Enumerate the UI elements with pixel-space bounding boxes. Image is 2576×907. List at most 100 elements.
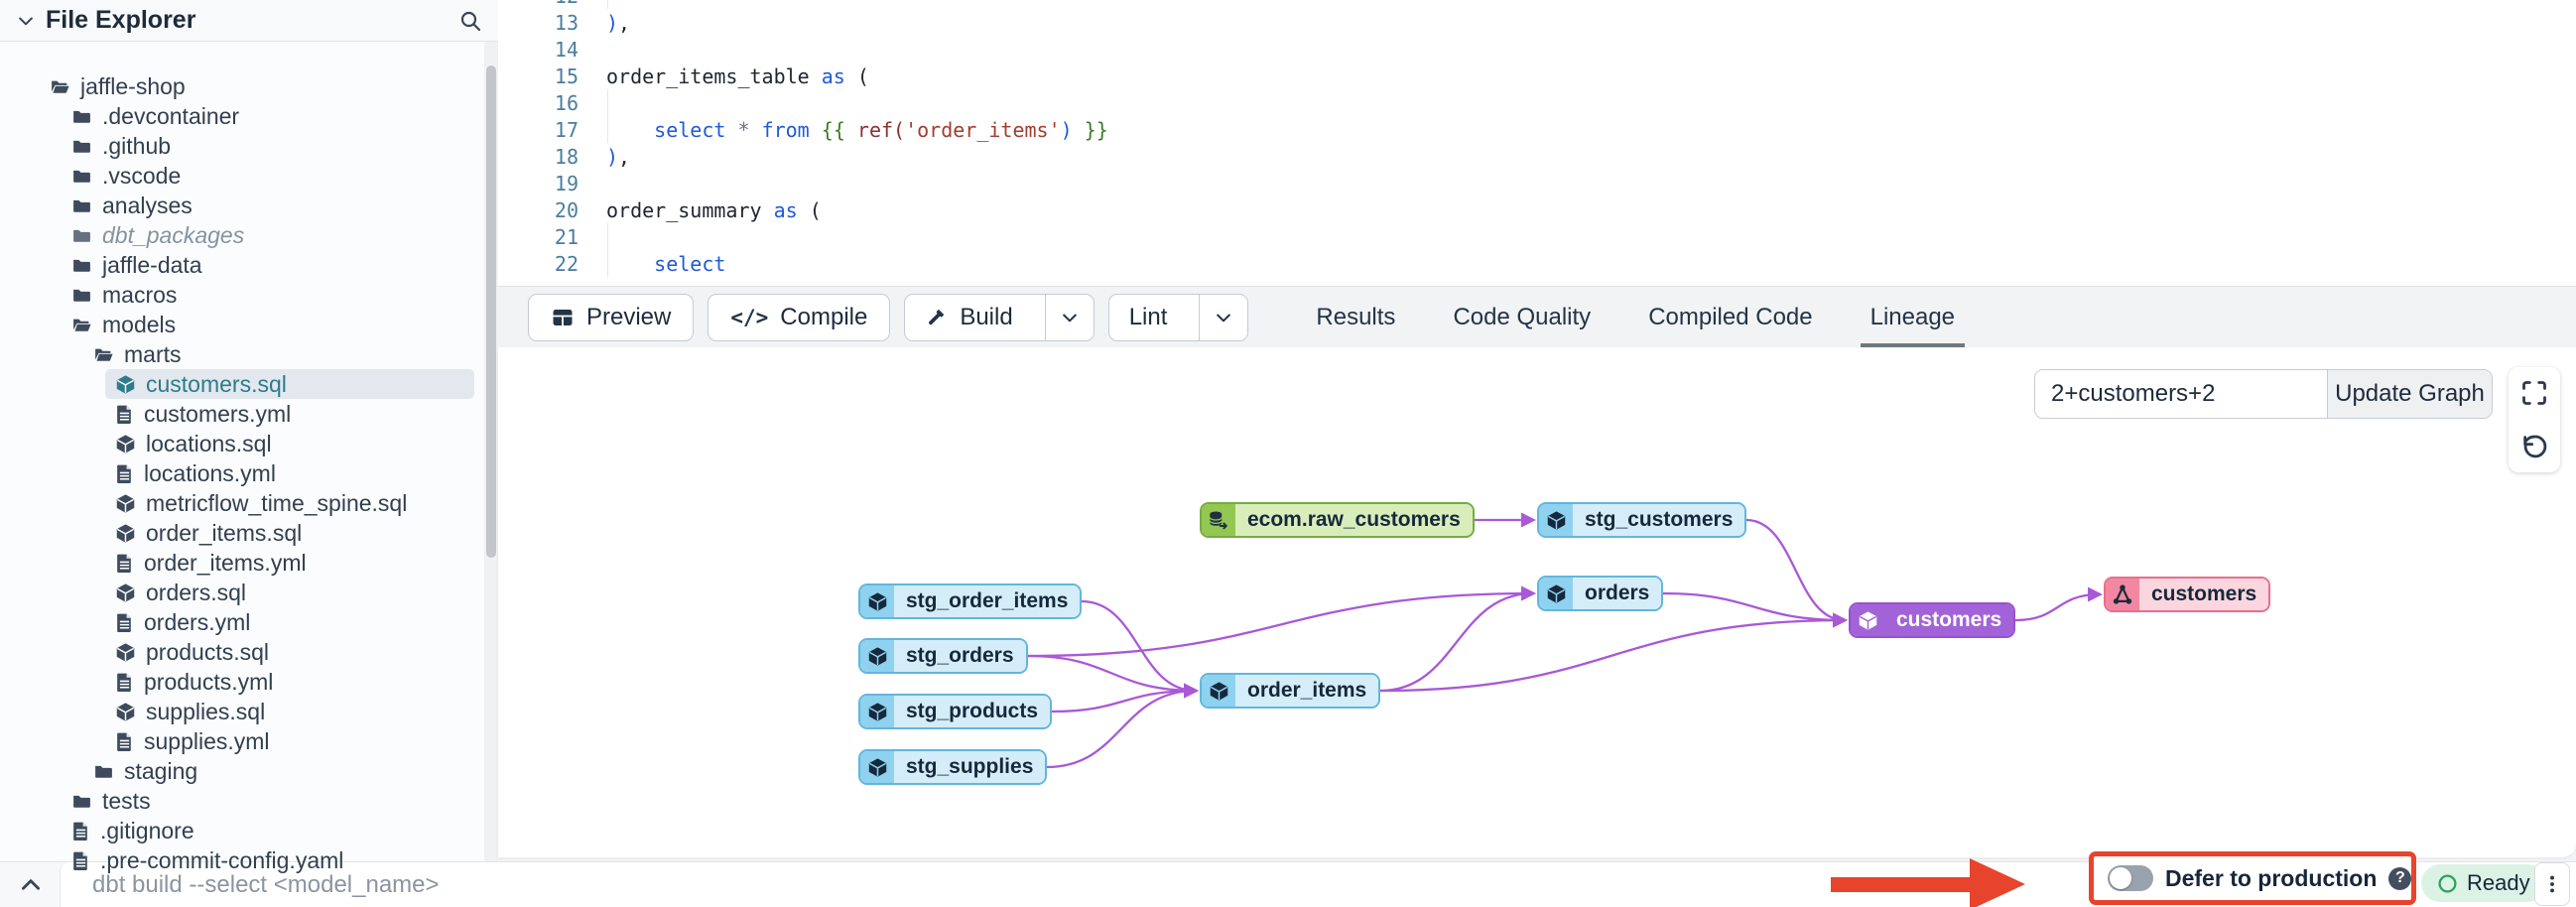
tree-item-products-yml[interactable]: products.yml	[0, 667, 484, 697]
lineage-filter-input[interactable]	[2035, 370, 2327, 418]
node-label: stg_products	[894, 696, 1051, 727]
tree-item-label: dbt_packages	[102, 221, 245, 248]
tree-item--vscode[interactable]: .vscode	[0, 161, 484, 191]
tree-item-customers-sql[interactable]: customers.sql	[0, 369, 484, 399]
defer-to-production-highlight: Defer to production ?	[2089, 851, 2416, 905]
tree-item-marts[interactable]: marts	[0, 339, 484, 369]
toggle-knob	[2110, 867, 2131, 889]
tree-item-analyses[interactable]: analyses	[0, 191, 484, 220]
tree-item-label: .gitignore	[100, 817, 194, 843]
folder-icon	[93, 761, 114, 782]
lineage-node-customers_exposure[interactable]: customers	[2104, 577, 2271, 612]
tree-item-jaffle-shop[interactable]: jaffle-shop	[0, 71, 484, 101]
compile-button[interactable]: </> Compile	[708, 293, 891, 341]
tree-item-locations-yml[interactable]: locations.yml	[0, 458, 484, 488]
doc-icon	[115, 612, 134, 633]
tab-code-quality[interactable]: Code Quality	[1453, 303, 1592, 330]
node-label: stg_supplies	[894, 751, 1046, 783]
line-number: 22	[554, 251, 579, 276]
tree-item-order-items-yml[interactable]: order_items.yml	[0, 548, 484, 578]
folder-icon	[71, 791, 92, 812]
tree-item--devcontainer[interactable]: .devcontainer	[0, 101, 484, 131]
tree-item-order-items-sql[interactable]: order_items.sql	[0, 518, 484, 548]
tree-item-products-sql[interactable]: products.sql	[0, 637, 484, 667]
node-label: stg_customers	[1573, 504, 1745, 536]
search-icon[interactable]	[458, 9, 482, 33]
chevron-up-icon[interactable]	[18, 872, 44, 903]
code-line-12[interactable]: 12	[498, 0, 2576, 9]
code-line-19[interactable]: 19	[498, 170, 2576, 196]
tree-item-label: orders.yml	[144, 608, 251, 635]
tree-item-label: .pre-commit-config.yaml	[100, 846, 344, 873]
update-graph-button[interactable]: Update Graph	[2327, 370, 2492, 418]
tab-compiled-code[interactable]: Compiled Code	[1648, 303, 1813, 330]
chevron-down-icon[interactable]	[16, 11, 36, 31]
tree-item--github[interactable]: .github	[0, 131, 484, 161]
lineage-node-stg_order_items[interactable]: stg_order_items	[858, 583, 1083, 619]
preview-grid-icon	[551, 306, 575, 329]
code-line-17[interactable]: 17 select * from {{ ref('order_items') }…	[498, 116, 2576, 143]
editor-toolbar: Preview </> Compile Build Lint	[498, 286, 2576, 347]
code-text: ),	[606, 144, 631, 169]
tab-lineage[interactable]: Lineage	[1861, 287, 1965, 347]
file-explorer-header: File Explorer	[0, 0, 498, 42]
lineage-node-stg_products[interactable]: stg_products	[858, 694, 1053, 729]
lineage-edge-stg_orders-to-orders	[1027, 585, 1536, 658]
code-line-18[interactable]: 18),	[498, 143, 2576, 170]
code-line-13[interactable]: 13),	[498, 9, 2576, 36]
doc-icon	[71, 821, 90, 842]
tree-item-orders-yml[interactable]: orders.yml	[0, 607, 484, 637]
tree-item--gitignore[interactable]: .gitignore	[0, 816, 484, 845]
tree-item-jaffle-data[interactable]: jaffle-data	[0, 250, 484, 280]
sidebar-scrollbar-thumb[interactable]	[486, 65, 496, 558]
lineage-node-raw_customers[interactable]: ecom.raw_customers	[1200, 502, 1475, 538]
tree-item-models[interactable]: models	[0, 310, 484, 339]
tree-item-metricflow-time-spine-sql[interactable]: metricflow_time_spine.sql	[0, 488, 484, 518]
folder-icon	[71, 195, 92, 216]
lint-dropdown-button[interactable]	[1199, 294, 1247, 340]
tree-item-staging[interactable]: staging	[0, 756, 484, 786]
tree-item-supplies-sql[interactable]: supplies.sql	[0, 697, 484, 726]
line-number: 19	[554, 171, 579, 195]
tree-item-customers-yml[interactable]: customers.yml	[0, 399, 484, 429]
reset-view-icon[interactable]	[2516, 429, 2552, 464]
tree-item-dbt-packages[interactable]: dbt_packages	[0, 220, 484, 250]
lineage-node-stg_supplies[interactable]: stg_supplies	[858, 749, 1048, 785]
tree-item-label: orders.sql	[146, 579, 246, 605]
lineage-node-order_items[interactable]: order_items	[1200, 673, 1381, 709]
build-dropdown-button[interactable]	[1044, 294, 1094, 340]
tree-item--pre-commit-config-yaml[interactable]: .pre-commit-config.yaml	[0, 845, 484, 875]
sidebar-scrollbar[interactable]	[484, 42, 498, 861]
build-button[interactable]: Build	[905, 295, 1032, 340]
tree-item-tests[interactable]: tests	[0, 786, 484, 816]
code-line-14[interactable]: 14	[498, 36, 2576, 63]
tree-item-orders-sql[interactable]: orders.sql	[0, 578, 484, 607]
tab-results[interactable]: Results	[1316, 303, 1396, 330]
fullscreen-icon[interactable]	[2516, 375, 2552, 411]
defer-toggle[interactable]	[2108, 865, 2153, 891]
preview-button[interactable]: Preview	[528, 293, 695, 341]
kebab-menu-button[interactable]	[2534, 862, 2570, 906]
tree-item-supplies-yml[interactable]: supplies.yml	[0, 726, 484, 756]
lineage-node-stg_customers[interactable]: stg_customers	[1537, 502, 1747, 538]
lineage-edge-order_items-to-orders	[1379, 585, 1536, 693]
doc-icon	[115, 672, 134, 693]
tree-item-label: customers.sql	[146, 370, 287, 397]
lint-button[interactable]: Lint	[1128, 303, 1168, 330]
command-input[interactable]	[90, 870, 1583, 900]
lineage-node-orders[interactable]: orders	[1537, 576, 1664, 611]
node-label: customers	[2139, 579, 2269, 610]
line-number: 15	[554, 64, 579, 88]
code-line-16[interactable]: 16	[498, 89, 2576, 116]
code-line-22[interactable]: 22 select	[498, 250, 2576, 277]
lineage-node-stg_orders[interactable]: stg_orders	[858, 638, 1028, 674]
code-line-21[interactable]: 21	[498, 223, 2576, 250]
lineage-node-customers_model[interactable]: customers	[1849, 602, 2016, 638]
model-icon	[860, 640, 894, 672]
tree-item-macros[interactable]: macros	[0, 280, 484, 310]
help-icon[interactable]: ?	[2388, 866, 2412, 890]
tree-item-locations-sql[interactable]: locations.sql	[0, 429, 484, 458]
